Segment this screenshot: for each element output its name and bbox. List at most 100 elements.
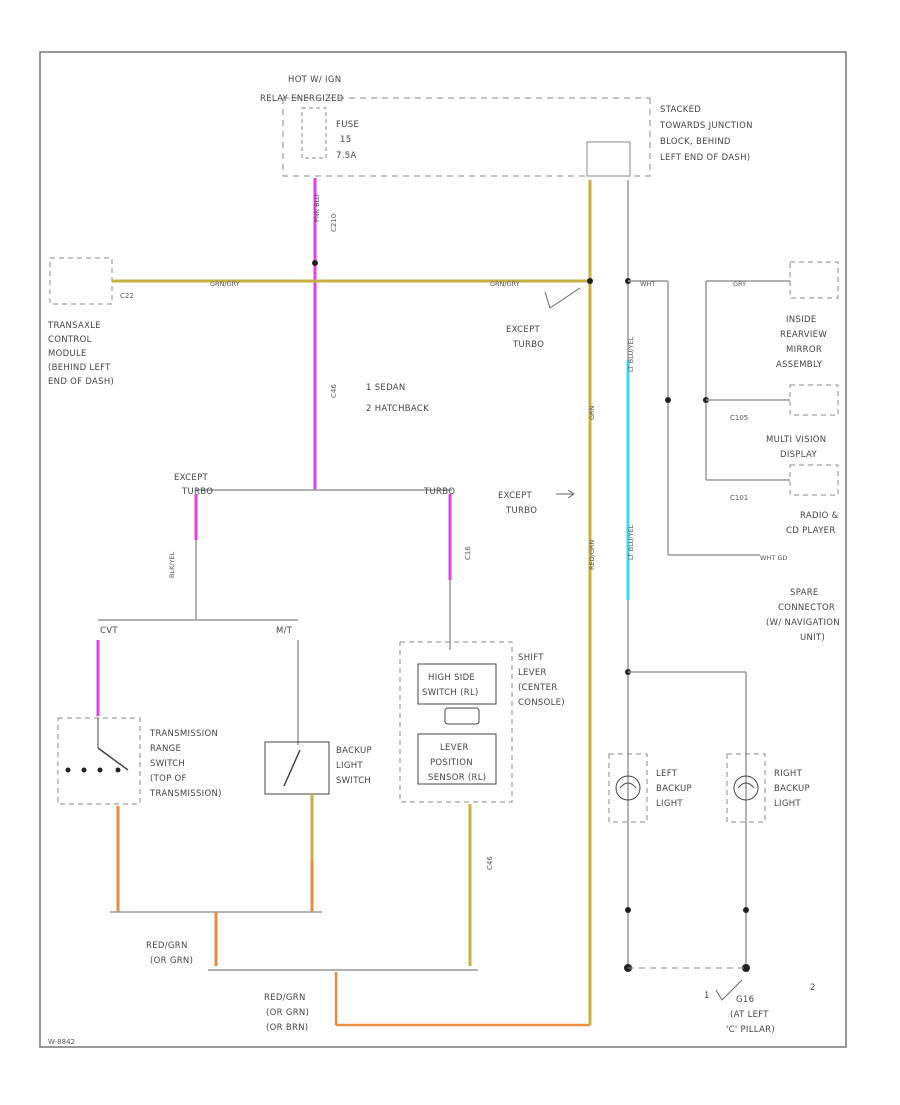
diagram-code: W-8842 — [48, 1038, 75, 1046]
splice-dot — [625, 907, 631, 913]
tcm-label: TRANSAXLE CONTROL MODULE (BEHIND LEFT EN… — [47, 321, 114, 387]
svg-text:LIGHT: LIGHT — [656, 799, 683, 809]
shift-lever-label: SHIFT LEVER (CENTER CONSOLE) — [518, 653, 565, 708]
svg-text:SPARE: SPARE — [790, 588, 819, 598]
svg-text:EXCEPT: EXCEPT — [498, 491, 533, 501]
right-light-box — [726, 753, 766, 823]
left-light-box — [608, 753, 648, 823]
trs-label: TRANSMISSION RANGE SWITCH (TOP OF TRANSM… — [149, 729, 222, 799]
svg-text:7.5A: 7.5A — [336, 151, 357, 161]
svg-text:RADIO &: RADIO & — [800, 511, 839, 521]
svg-text:2: 2 — [810, 983, 816, 993]
svg-text:GRN/GRY: GRN/GRY — [210, 280, 240, 288]
svg-text:BACKUP: BACKUP — [774, 784, 810, 794]
svg-text:MULTI VISION: MULTI VISION — [766, 435, 826, 445]
svg-text:15: 15 — [340, 135, 351, 145]
svg-text:(OR BRN): (OR BRN) — [266, 1023, 308, 1033]
svg-text:STACKED: STACKED — [660, 105, 701, 115]
svg-text:RANGE: RANGE — [150, 744, 181, 754]
svg-text:MODULE: MODULE — [48, 349, 87, 359]
radio-connector — [789, 464, 839, 496]
svg-text:C210: C210 — [330, 214, 338, 232]
svg-text:C22: C22 — [120, 292, 134, 300]
right-backup-label: RIGHT BACKUP LIGHT — [774, 769, 810, 809]
splice-dot — [312, 260, 318, 266]
hot-relay-label: HOT W/ IGN RELAY ENERGIZED — [260, 75, 344, 104]
svg-text:LT BLU/YEL: LT BLU/YEL — [627, 524, 635, 560]
splice-dot — [743, 907, 749, 913]
junction-block-outline — [282, 98, 651, 177]
mirror-label: INSIDE REARVIEW MIRROR ASSEMBLY — [776, 315, 827, 370]
svg-text:LEFT END OF DASH): LEFT END OF DASH) — [660, 153, 750, 163]
svg-text:1: 1 — [704, 991, 710, 1001]
except-turbo-branch — [544, 287, 581, 309]
svg-text:TOWARDS JUNCTION: TOWARDS JUNCTION — [659, 121, 753, 131]
svg-text:EXCEPT: EXCEPT — [506, 325, 541, 335]
svg-text:(OR GRN): (OR GRN) — [266, 1008, 309, 1018]
svg-text:GRY: GRY — [733, 280, 746, 288]
svg-text:SWITCH (RL): SWITCH (RL) — [422, 688, 479, 698]
multi-display-label: MULTI VISION DISPLAY — [766, 435, 826, 460]
svg-text:END OF DASH): END OF DASH) — [48, 377, 114, 387]
backup-switch-box — [264, 741, 330, 795]
svg-text:TRANSMISSION: TRANSMISSION — [149, 729, 218, 739]
svg-text:LEFT: LEFT — [656, 769, 678, 779]
svg-text:RIGHT: RIGHT — [774, 769, 803, 779]
svg-text:(CENTER: (CENTER — [518, 683, 558, 693]
svg-text:C46: C46 — [486, 856, 494, 870]
svg-text:RELAY ENERGIZED: RELAY ENERGIZED — [260, 94, 344, 104]
svg-text:CONNECTOR: CONNECTOR — [778, 603, 835, 613]
svg-text:C105: C105 — [730, 414, 748, 422]
right-bulb — [733, 775, 759, 801]
cvt-label: CVT — [100, 626, 118, 636]
svg-text:'C' PILLAR): 'C' PILLAR) — [726, 1025, 775, 1035]
except-turbo-label-2: EXCEPT TURBO — [498, 491, 537, 516]
fuse-box — [301, 107, 327, 159]
shift-lever-box — [399, 641, 513, 803]
lever-link — [444, 707, 480, 725]
svg-text:LEVER: LEVER — [440, 743, 469, 753]
svg-text:TURBO: TURBO — [181, 487, 213, 497]
svg-text:DISPLAY: DISPLAY — [780, 450, 817, 460]
mt-label: M/T — [276, 626, 293, 636]
svg-text:GRN: GRN — [588, 405, 596, 420]
svg-text:CONTROL: CONTROL — [48, 335, 92, 345]
left-backup-label: LEFT BACKUP LIGHT — [656, 769, 692, 809]
svg-text:BLOCK, BEHIND: BLOCK, BEHIND — [660, 137, 731, 147]
svg-text:CD PLAYER: CD PLAYER — [786, 526, 836, 536]
spare-connector-label: SPARE CONNECTOR (W/ NAVIGATION UNIT) — [766, 588, 840, 643]
trs-switch-box — [57, 717, 141, 805]
svg-text:ASSEMBLY: ASSEMBLY — [776, 360, 823, 370]
svg-text:2 HATCHBACK: 2 HATCHBACK — [366, 404, 429, 414]
svg-text:HIGH SIDE: HIGH SIDE — [428, 673, 475, 683]
svg-text:SWITCH: SWITCH — [150, 759, 185, 769]
svg-text:CONSOLE): CONSOLE) — [518, 698, 565, 708]
redgrn-label-1: RED/GRN (OR GRN) — [146, 941, 193, 966]
ground-point — [742, 964, 750, 972]
svg-text:POSITION: POSITION — [430, 758, 473, 768]
svg-text:C46: C46 — [330, 384, 338, 398]
svg-text:TRANSAXLE: TRANSAXLE — [47, 321, 101, 331]
ground-label: G16 (AT LEFT 'C' PILLAR) — [726, 995, 775, 1035]
ground-arrow — [715, 979, 743, 1001]
left-bulb — [615, 775, 641, 801]
svg-text:LIGHT: LIGHT — [336, 761, 363, 771]
svg-text:BACKUP: BACKUP — [336, 746, 372, 756]
svg-text:(AT LEFT: (AT LEFT — [730, 1010, 769, 1020]
svg-text:EXCEPT: EXCEPT — [174, 473, 209, 483]
splice-dot — [665, 397, 671, 403]
svg-text:MIRROR: MIRROR — [786, 345, 822, 355]
svg-text:WHT GD: WHT GD — [760, 554, 787, 562]
mirror-connector — [789, 261, 839, 299]
lever-position-sensor — [417, 733, 497, 785]
svg-text:HOT W/ IGN: HOT W/ IGN — [288, 75, 341, 85]
svg-text:G16: G16 — [736, 995, 754, 1005]
svg-text:TRANSMISSION): TRANSMISSION) — [149, 789, 222, 799]
splice-dot — [587, 278, 593, 284]
svg-text:C16: C16 — [464, 546, 472, 560]
redgrn-label-2: RED/GRN (OR GRN) (OR BRN) — [264, 993, 309, 1033]
svg-text:WHT: WHT — [640, 280, 655, 288]
svg-text:SWITCH: SWITCH — [336, 776, 371, 786]
display-connector — [789, 384, 839, 416]
